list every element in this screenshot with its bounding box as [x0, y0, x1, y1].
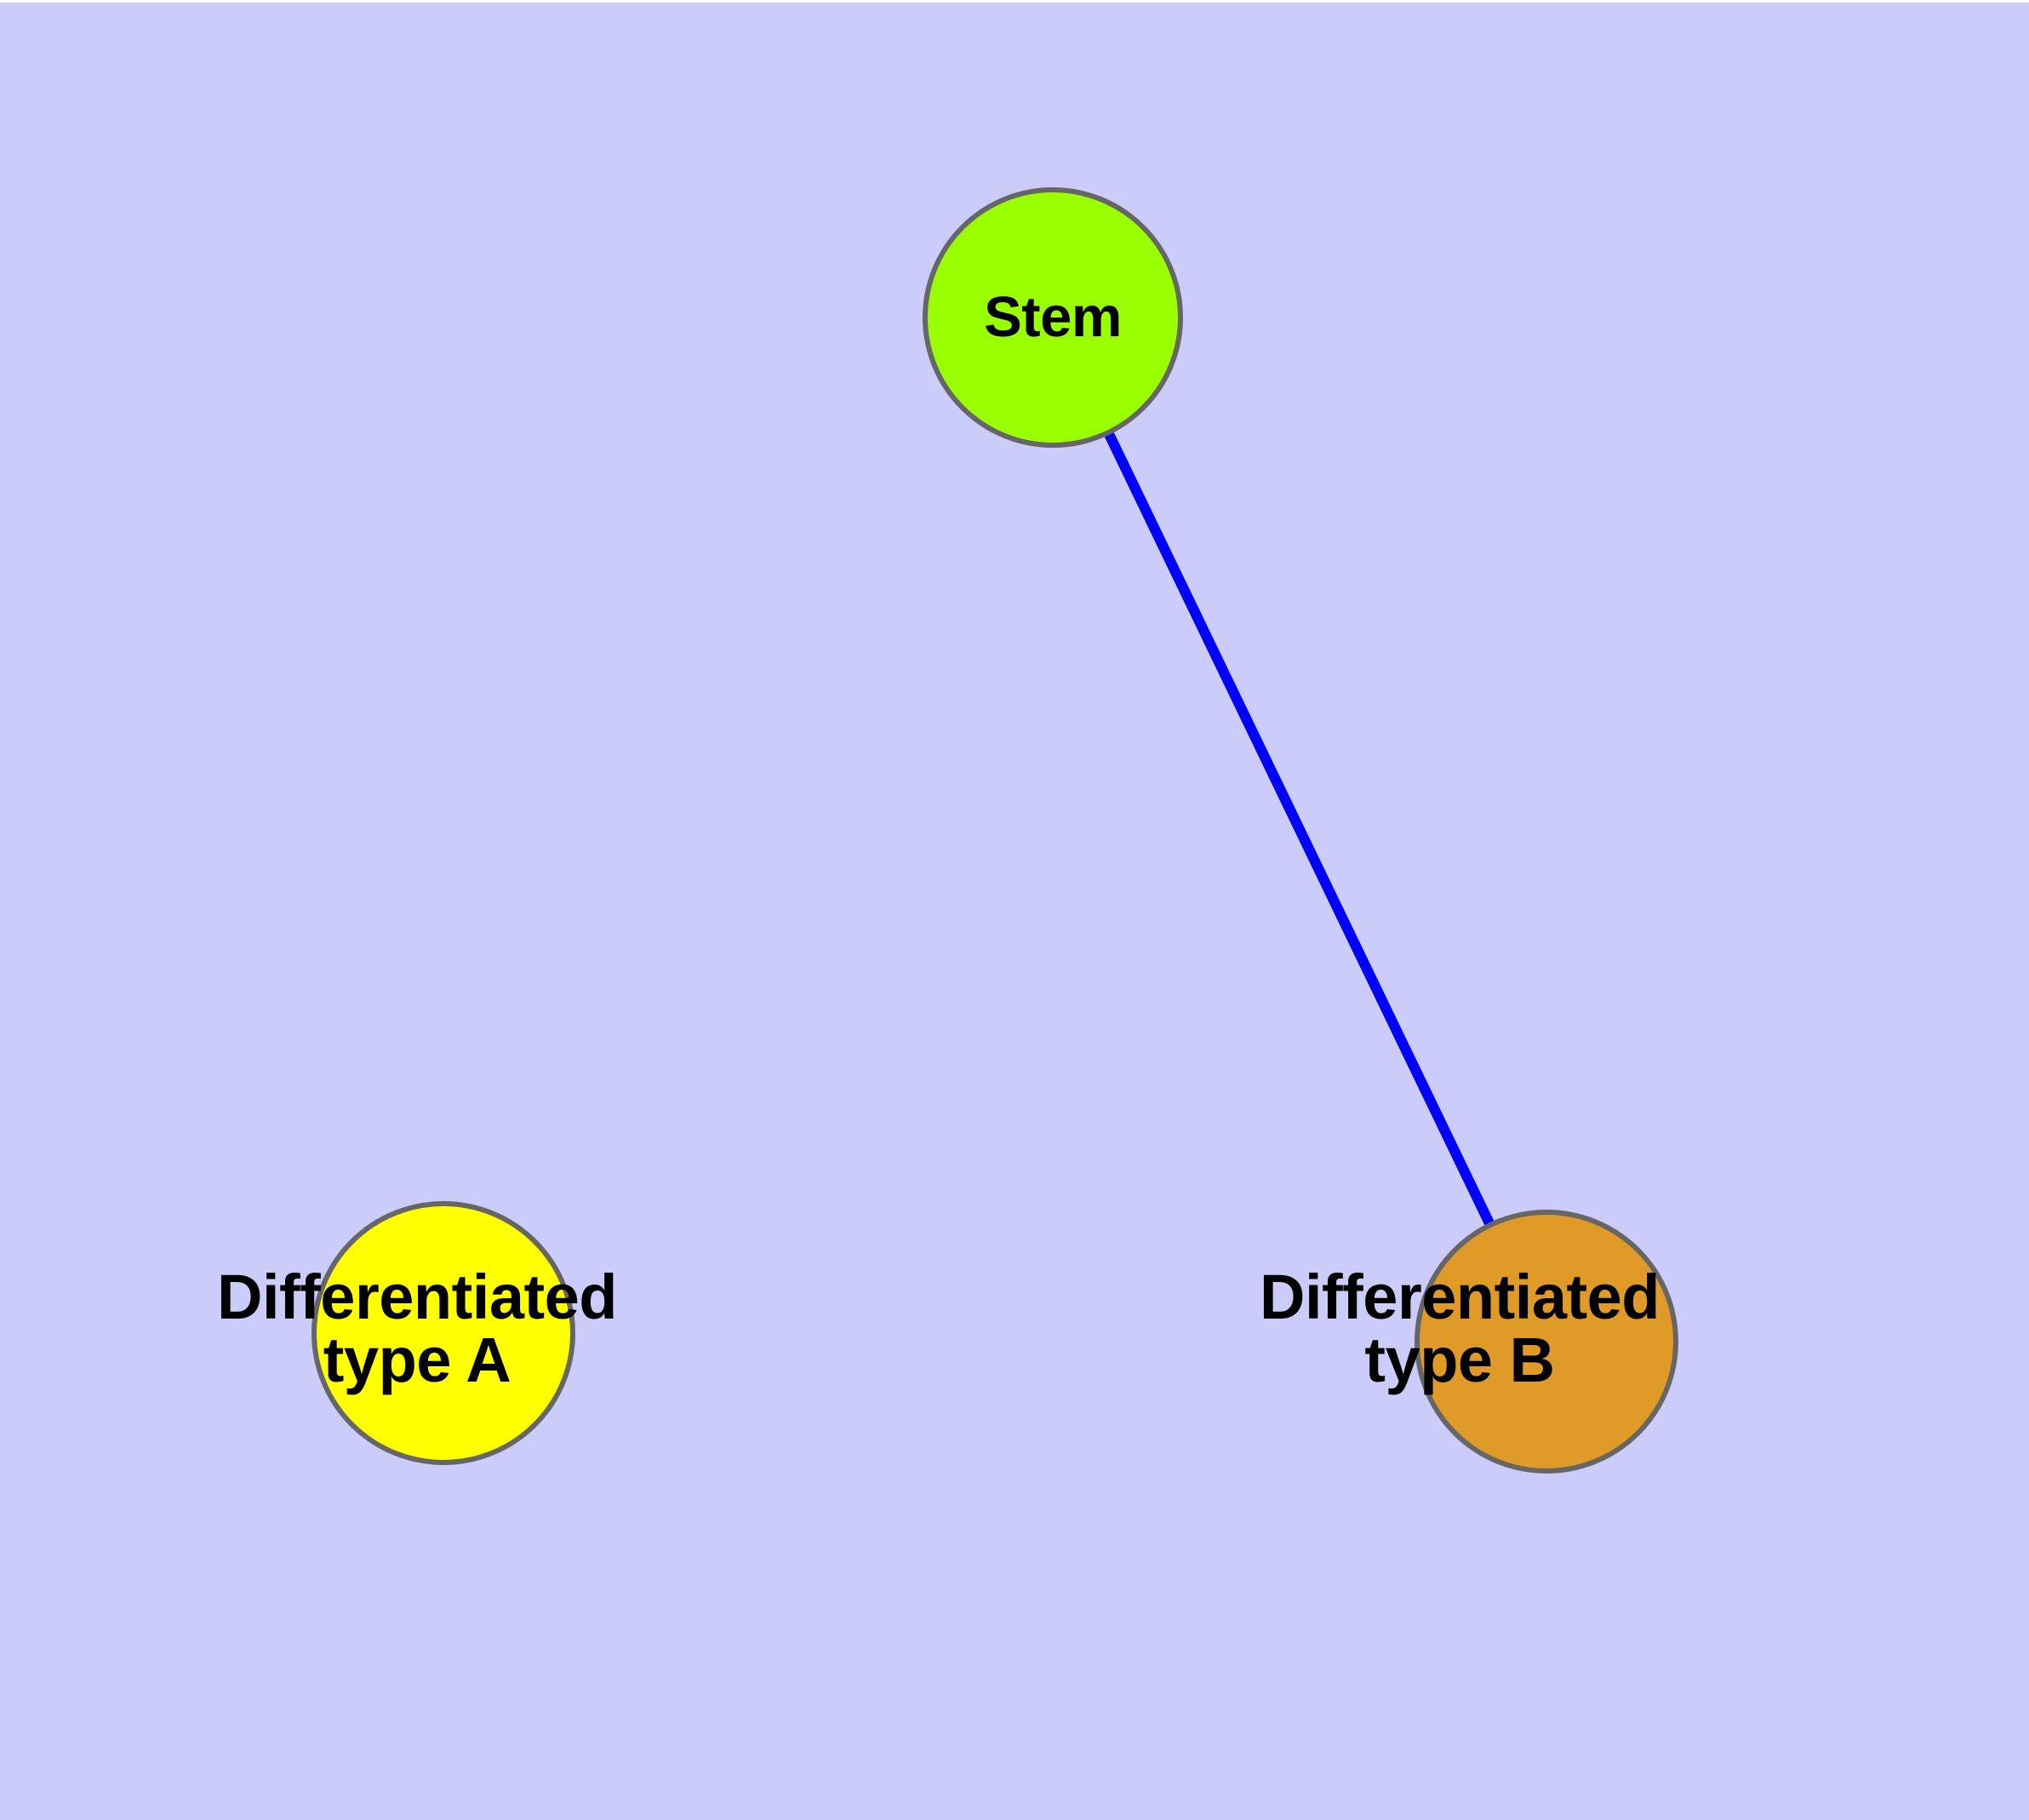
node-differentiated-type-a[interactable] — [311, 1201, 575, 1465]
edge-layer — [1048, 315, 1552, 1344]
node-layer — [311, 187, 1678, 1474]
edge-stem-diff-b — [1048, 315, 1552, 1344]
node-stem[interactable] — [923, 187, 1183, 448]
node-differentiated-type-b[interactable] — [1415, 1210, 1678, 1474]
